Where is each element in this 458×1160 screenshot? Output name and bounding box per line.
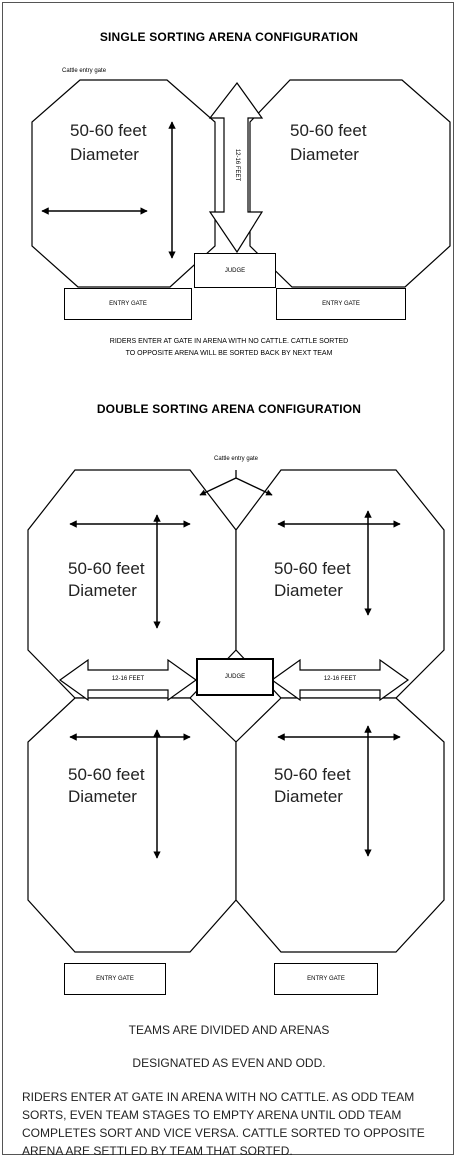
double-judge-box: JUDGE [196, 658, 274, 696]
bl-size: 50-60 feet [68, 765, 145, 784]
double-gap-arrow-right [270, 658, 410, 702]
br-size: 50-60 feet [274, 765, 351, 784]
double-entry-right-label: ENTRY GATE [307, 976, 345, 982]
cattle-gate-arrow-left [199, 477, 237, 496]
double-gap-right-label: 12-16 FEET [323, 676, 357, 682]
bl-unit: Diameter [68, 787, 137, 806]
double-arena-bottom-left [27, 697, 237, 953]
double-arena-bottom-right [235, 697, 445, 953]
double-entry-gate-right: ENTRY GATE [274, 963, 378, 995]
single-judge-label: JUDGE [224, 267, 246, 274]
single-arena-right [249, 79, 451, 288]
double-entry-gate-left: ENTRY GATE [64, 963, 166, 995]
tl-size: 50-60 feet [68, 559, 145, 578]
single-right-size: 50-60 feet [290, 121, 367, 140]
single-gap-label: 12-16 FEET [234, 148, 240, 182]
double-judge-label: JUDGE [224, 674, 246, 680]
single-arena-left [31, 79, 216, 288]
rules-paragraph: RIDERS ENTER AT GATE IN ARENA WITH NO CA… [22, 1090, 425, 1158]
teams-line1: TEAMS ARE DIVIDED AND ARENAS [128, 1023, 330, 1037]
cattle-gate-arrow-right [235, 477, 273, 496]
single-entry-left-label: ENTRY GATE [109, 301, 147, 307]
single-entry-gate-right: ENTRY GATE [276, 288, 406, 320]
single-config-title: SINGLE SORTING ARENA CONFIGURATION [99, 30, 359, 44]
single-judge-box: JUDGE [194, 253, 276, 288]
single-left-size: 50-60 feet [70, 121, 147, 140]
single-gap-arrow [208, 81, 264, 254]
single-left-unit: Diameter [70, 145, 139, 164]
double-cattle-gate-label: Cattle entry gate [213, 456, 259, 462]
tl-unit: Diameter [68, 581, 137, 600]
double-config-title: DOUBLE SORTING ARENA CONFIGURATION [96, 402, 362, 416]
double-gap-left-label: 12-16 FEET [111, 676, 145, 682]
single-note-line1: RIDERS ENTER AT GATE IN ARENA WITH NO CA… [109, 338, 349, 345]
single-entry-right-label: ENTRY GATE [322, 301, 360, 307]
single-cattle-gate-label: Cattle entry gate [62, 68, 107, 74]
double-entry-left-label: ENTRY GATE [96, 976, 134, 982]
single-right-unit: Diameter [290, 145, 359, 164]
tr-unit: Diameter [274, 581, 343, 600]
single-entry-gate-left: ENTRY GATE [64, 288, 192, 320]
br-unit: Diameter [274, 787, 343, 806]
teams-line2: DESIGNATED AS EVEN AND ODD. [132, 1056, 326, 1070]
tr-size: 50-60 feet [274, 559, 351, 578]
single-note-line2: TO OPPOSITE ARENA WILL BE SORTED BACK BY… [125, 350, 333, 357]
